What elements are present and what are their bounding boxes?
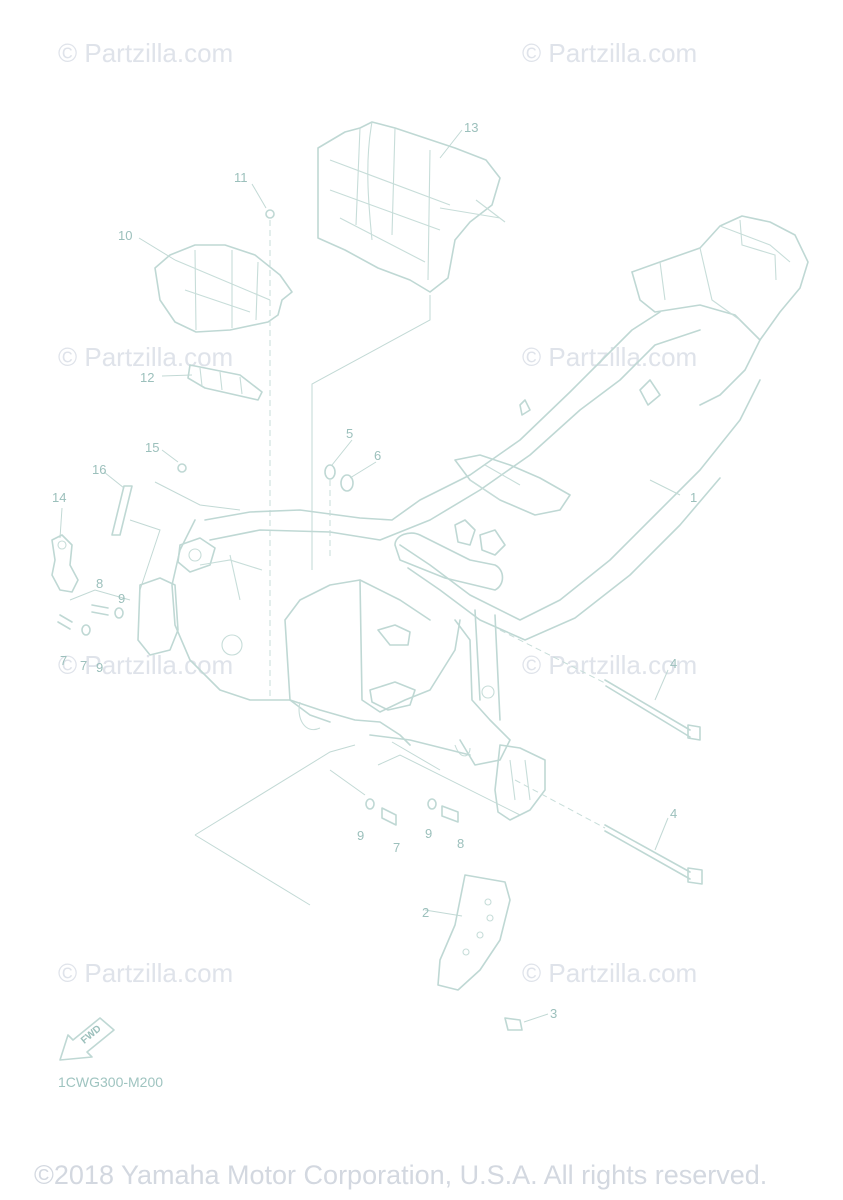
callout-12: 12 — [140, 370, 154, 385]
part-3-bolt — [504, 1017, 523, 1031]
callout-3: 3 — [550, 1006, 557, 1021]
callout-4b: 4 — [670, 806, 677, 821]
watermark: © Partzilla.com — [522, 650, 698, 680]
callout-9d: 9 — [96, 660, 103, 675]
diagram-code: 1CWG300-M200 — [58, 1074, 164, 1090]
callout-labels: 1 2 3 4 4 5 6 7 7 8 8 9 9 9 10 11 12 13 … — [52, 120, 697, 1021]
part-15-bolt — [177, 463, 187, 473]
part-13-cover — [317, 121, 506, 293]
part-12-bracket — [187, 364, 263, 401]
callout-5: 5 — [346, 426, 353, 441]
callout-9a: 9 — [118, 591, 125, 606]
callout-8b: 8 — [457, 836, 464, 851]
part-1-main-frame — [137, 215, 809, 821]
part-5-6-washers — [324, 464, 354, 560]
callout-9c: 9 — [425, 826, 432, 841]
part-7-8-9-fasteners-left — [57, 604, 124, 636]
callout-8a: 8 — [96, 576, 103, 591]
callout-16: 16 — [92, 462, 106, 477]
part-4-engine-bolts — [499, 629, 703, 885]
callout-7c: 7 — [80, 658, 87, 673]
callout-14: 14 — [52, 490, 66, 505]
part-16-strip — [111, 485, 133, 536]
watermark: © Partzilla.com — [522, 38, 698, 68]
watermark: © Partzilla.com — [522, 342, 698, 372]
part-10-cover — [154, 244, 293, 333]
callout-13: 13 — [464, 120, 478, 135]
callout-7b: 7 — [60, 653, 67, 668]
watermark: © Partzilla.com — [58, 38, 234, 68]
watermark: © Partzilla.com — [522, 958, 698, 988]
part-2-plate — [437, 874, 511, 991]
callout-4a: 4 — [670, 656, 677, 671]
callout-1: 1 — [690, 490, 697, 505]
callout-9b: 9 — [357, 828, 364, 843]
assembly-lines — [69, 295, 521, 906]
callout-2: 2 — [422, 905, 429, 920]
callout-10: 10 — [118, 228, 132, 243]
part-7-8-9-fasteners-lower — [365, 798, 459, 826]
callout-leaders — [59, 129, 681, 1023]
callout-7a: 7 — [393, 840, 400, 855]
part-11-screw — [265, 209, 275, 700]
copyright-notice: ©2018 Yamaha Motor Corporation, U.S.A. A… — [34, 1160, 768, 1190]
callout-15: 15 — [145, 440, 159, 455]
fwd-arrow-icon: FWD — [59, 1017, 115, 1061]
fwd-label: FWD — [79, 1023, 104, 1046]
watermark: © Partzilla.com — [58, 958, 234, 988]
callout-6: 6 — [374, 448, 381, 463]
part-14-bracket — [51, 534, 79, 593]
callout-11: 11 — [234, 170, 248, 185]
